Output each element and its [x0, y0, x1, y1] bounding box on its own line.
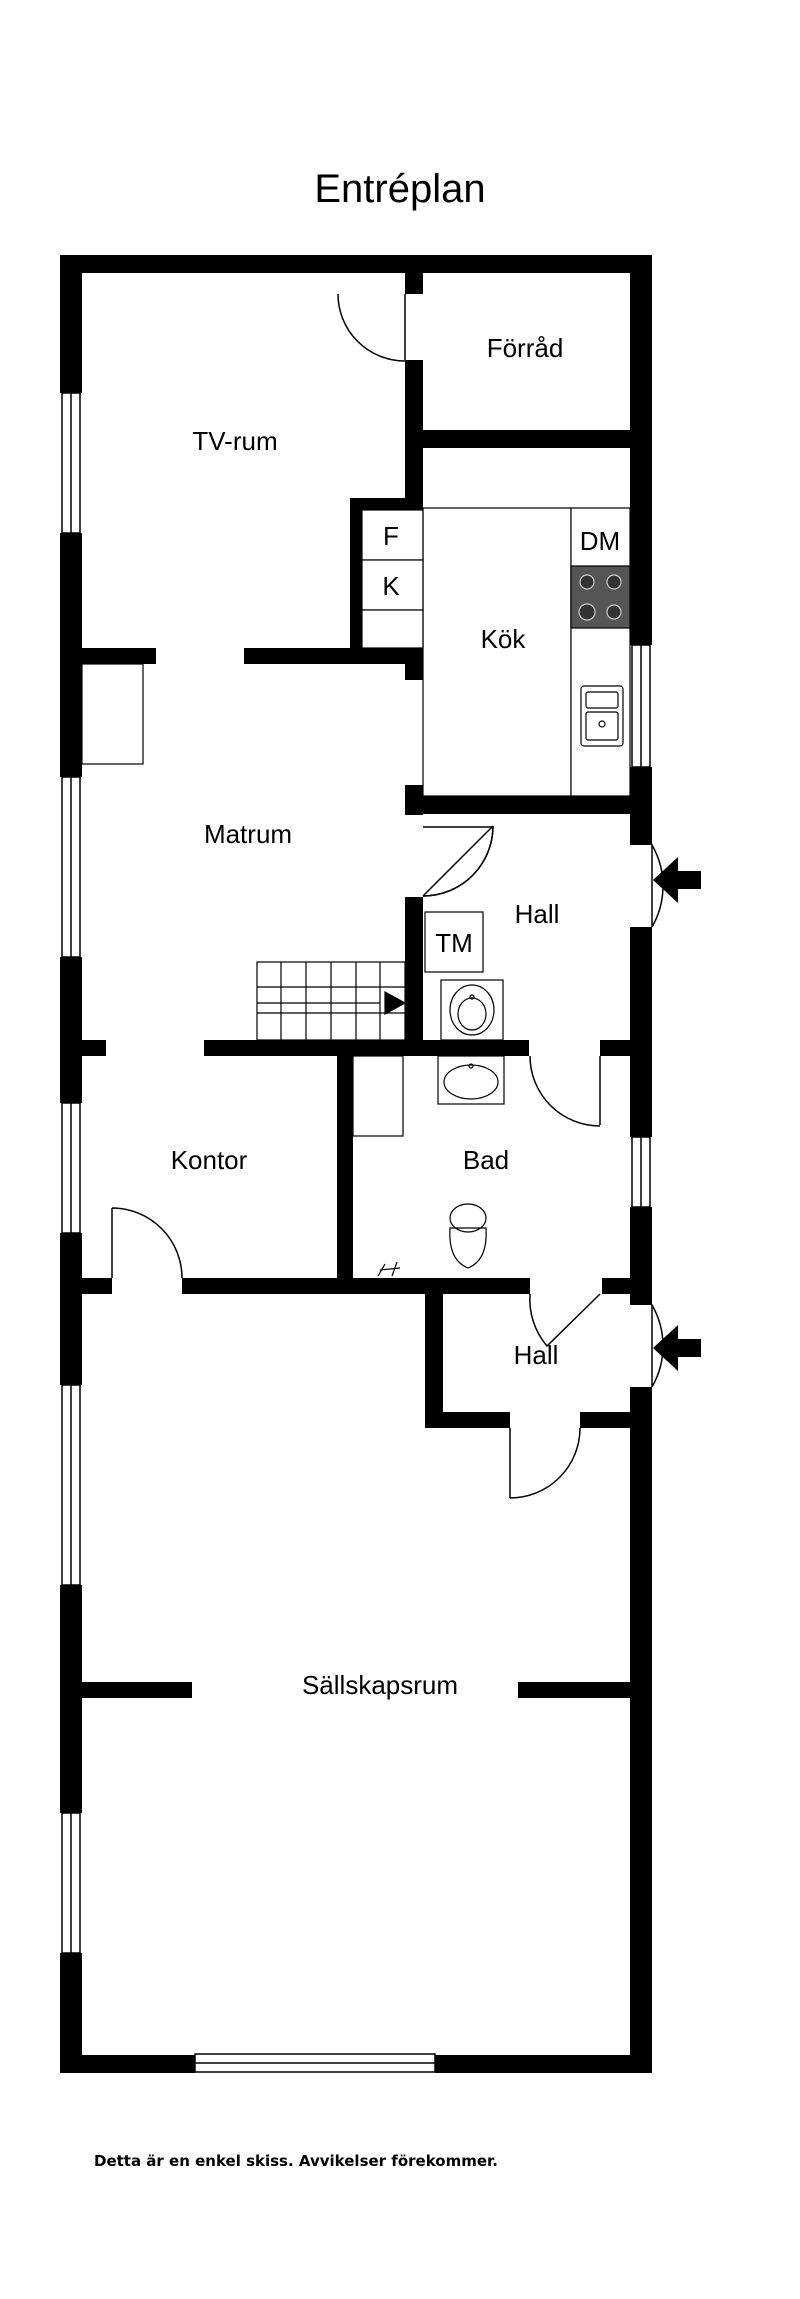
- wall-bottom-right: [435, 2055, 652, 2073]
- wall-right-4: [630, 1207, 652, 1305]
- cabinet-box: [361, 609, 424, 649]
- wall-left-4: [60, 1233, 82, 1385]
- counter: [570, 507, 631, 797]
- door-kontor: [111, 1207, 183, 1279]
- wall-bad-right-stub: [600, 1040, 630, 1056]
- door-hall-matrum-arc: [422, 826, 494, 897]
- wall-bottom-left: [60, 2055, 195, 2073]
- door-hall-matrum: [422, 825, 494, 897]
- kitchen-fixtures: [361, 507, 631, 797]
- toilet-bowl: [449, 1227, 487, 1269]
- room-labels: TV-rum Förråd Kök Matrum Hall Kontor Bad…: [171, 333, 564, 1700]
- fixture-labels: F K DM TM: [382, 521, 620, 958]
- door-sallskapsrum: [509, 1427, 581, 1499]
- wall-left-3: [60, 957, 82, 1103]
- bad-cabinet: [352, 1055, 404, 1137]
- room-label-matrum: Matrum: [204, 819, 292, 849]
- stove: [570, 565, 631, 629]
- fridge-box: [361, 509, 424, 561]
- wall-lower-hall-left: [425, 1278, 443, 1428]
- wall-hall-left: [405, 897, 423, 1050]
- wall-fridge-left: [350, 498, 362, 648]
- wall-kontor-bottom-left: [82, 1278, 112, 1294]
- matrum-fixtures: [81, 663, 407, 1041]
- door-lower-hall: [529, 1293, 601, 1348]
- drain-icon: [377, 1261, 401, 1277]
- wall-right-2: [630, 767, 652, 845]
- wall-sallskap-right: [518, 1682, 630, 1698]
- footnote: Detta är en enkel skiss. Avvikelser före…: [94, 2152, 498, 2170]
- wall-matrum-kontor-left: [82, 1040, 106, 1056]
- wall-kok-stub: [405, 648, 423, 680]
- wall-lower-hall-bottom-left: [425, 1412, 510, 1428]
- wall-left-5: [60, 1585, 82, 1813]
- fixture-label-dishwasher: DM: [580, 526, 620, 556]
- wall-left-1: [60, 255, 82, 393]
- freezer-box: [361, 559, 424, 611]
- entry-arrows: [653, 857, 701, 1371]
- entry-arrow-lower: [653, 1325, 701, 1371]
- cabinet-matrum: [81, 663, 144, 765]
- wall-top: [60, 255, 652, 273]
- wall-fridge-top: [350, 498, 423, 510]
- bad-basin: [437, 1055, 505, 1105]
- fixture-label-washer: TM: [435, 928, 473, 958]
- hall-basin-box: [440, 979, 504, 1041]
- wall-right-1: [630, 255, 652, 645]
- plan-title: Entréplan: [314, 167, 485, 211]
- room-label-forrad: Förråd: [487, 333, 564, 363]
- room-label-sallskapsrum: Sällskapsrum: [302, 1670, 458, 1700]
- wall-sallskap-left: [82, 1682, 192, 1698]
- washer-box: [424, 911, 484, 973]
- wall-lower-hall-bottom-right: [580, 1412, 630, 1428]
- walls: [60, 255, 652, 2073]
- wall-right-5: [630, 1387, 652, 2073]
- wall-tv-matrum-right: [244, 648, 409, 664]
- wall-left-6: [60, 1953, 82, 2073]
- wall-kontor-bottom-right: [182, 1278, 530, 1294]
- wall-right-3: [630, 927, 652, 1137]
- wall-hall-bottom-right-stub: [602, 1278, 630, 1294]
- stair-arrow-icon: [384, 990, 407, 1016]
- door-forrad: [337, 293, 406, 362]
- room-label-hall-upper: Hall: [515, 899, 560, 929]
- wall-kontor-bad: [337, 1040, 353, 1290]
- fixture-label-freezer: K: [382, 571, 400, 601]
- room-label-tv-rum: TV-rum: [192, 426, 277, 456]
- wall-left-2: [60, 533, 82, 777]
- room-label-hall-lower: Hall: [514, 1340, 559, 1370]
- entry-arrow-upper: [653, 857, 701, 903]
- room-label-bad: Bad: [463, 1145, 509, 1175]
- wall-forrad-bottom: [405, 430, 640, 448]
- wall-tv-matrum-left: [82, 648, 156, 664]
- wall-kok-bottom: [405, 796, 640, 814]
- doors: [111, 293, 664, 1499]
- wall-forrad-stub: [405, 272, 423, 294]
- fixture-label-fridge: F: [383, 521, 399, 551]
- wall-matrum-kontor-right: [204, 1040, 529, 1056]
- room-label-kontor: Kontor: [171, 1145, 248, 1175]
- kitchen-sink: [580, 685, 624, 747]
- toilet-tank: [449, 1203, 487, 1233]
- door-bad: [529, 1055, 601, 1127]
- bath-fixtures: [352, 911, 505, 1277]
- room-label-kok: Kök: [481, 624, 527, 654]
